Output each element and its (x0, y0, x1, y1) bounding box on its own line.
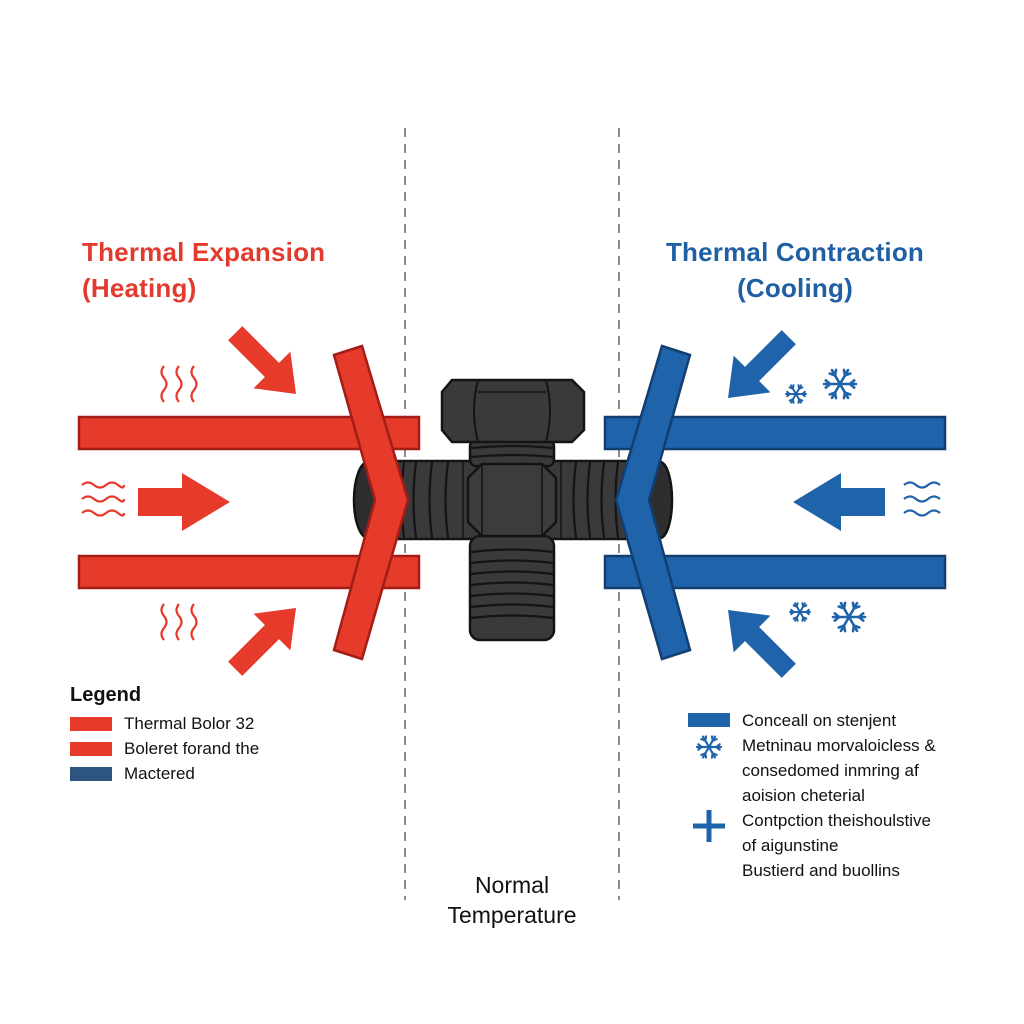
cold-arrow-up-left (728, 610, 796, 678)
legend-title: Legend (70, 684, 142, 706)
shaft-thread (600, 461, 606, 539)
snowflake-icon (688, 733, 730, 761)
heat-arrow-up-right (228, 608, 296, 676)
normal-label-line1: Normal (474, 872, 550, 898)
shaft-thread (428, 461, 434, 539)
center-nut (466, 462, 558, 538)
legend-item-label: Thermal Bolor 32 (124, 713, 255, 733)
shaft-thread (444, 461, 450, 539)
snowflake-icon (789, 602, 811, 622)
cold-side (603, 330, 947, 678)
snowflake-icon (831, 601, 867, 633)
legend-item: Thermal Bolor 32 (70, 711, 259, 736)
cold-arrow-left (793, 473, 885, 531)
heat-wave-horizontal-icon (81, 481, 126, 517)
legend-swatch-navy (70, 766, 112, 781)
legend-item: Conceall on stenjent (688, 708, 988, 733)
snowflake-icon (822, 368, 858, 400)
legend-item-label: of aigunstine (742, 836, 839, 855)
expansion-subtitle: (Heating) (82, 273, 197, 303)
legend-item-label: Metninau morvaloicless & (742, 736, 936, 755)
heat-chevron-clamp (332, 344, 410, 661)
cold-arrow-down-left (728, 330, 796, 398)
legend-item-label: Boleret forand the (124, 738, 260, 758)
heat-wave-icon (160, 603, 198, 641)
shank-thread (470, 559, 554, 565)
cold-wave-icon (903, 481, 941, 517)
shaft-thread (586, 461, 592, 539)
legend-swatch-heat (70, 716, 112, 731)
thermal-contraction-heading: Thermal Contraction (Cooling) (646, 234, 944, 306)
legend-item: Boleret forand the (70, 736, 259, 761)
shank-thread (470, 581, 554, 587)
legend-right: Conceall on stenjent Metninau morvaloicl… (688, 708, 988, 883)
neck-thread (470, 453, 554, 459)
normal-temperature-label: Normal Temperature (412, 870, 612, 930)
shank-thread (470, 548, 554, 554)
plus-icon (688, 808, 730, 844)
contraction-title: Thermal Contraction (665, 237, 925, 267)
bolt-hex-head (440, 378, 586, 444)
legend-item: Mactered (70, 761, 259, 786)
shank-thread (470, 570, 554, 576)
heat-arrow-right (138, 473, 230, 531)
legend-swatch-heat (70, 741, 112, 756)
expansion-title: Thermal Expansion (82, 237, 326, 267)
shaft-thread (412, 461, 418, 539)
legend-item-label: Conceall on stenjent (742, 711, 897, 730)
contraction-subtitle: (Cooling) (737, 273, 853, 303)
snowflake-icon (785, 384, 807, 404)
legend-item-label: consedomed inmring af (742, 761, 919, 780)
thermal-expansion-heading: Thermal Expansion (Heating) (82, 234, 325, 306)
shank-thread (470, 592, 554, 598)
head-facet-lines (473, 379, 551, 443)
legend-item: Metninau morvaloicless & consedomed inmr… (688, 733, 988, 808)
heat-wave-icon (160, 365, 198, 403)
shank-thread (470, 614, 554, 620)
legend-item-label: Contpction theishoulstive (742, 811, 932, 830)
heat-arrow-down-right (228, 326, 296, 394)
legend-item-label: aoision cheterial (742, 786, 865, 805)
legend-item-label: Bustierd and buollins (742, 861, 900, 880)
cold-chevron-clamp (614, 344, 692, 661)
legend-item-label: Mactered (124, 763, 195, 783)
neck-thread (470, 444, 554, 450)
shank-thread (470, 603, 554, 609)
bolt-upper-neck (468, 438, 556, 468)
legend-bar-icon (688, 708, 730, 727)
shaft-thread (572, 461, 578, 539)
legend-left: Legend Thermal Bolor 32 Boleret forand t… (70, 684, 259, 786)
heat-side (77, 326, 421, 676)
normal-label-line2: Temperature (447, 902, 577, 928)
legend-item: Contpction theishoulstive of aigunstine … (688, 808, 988, 883)
